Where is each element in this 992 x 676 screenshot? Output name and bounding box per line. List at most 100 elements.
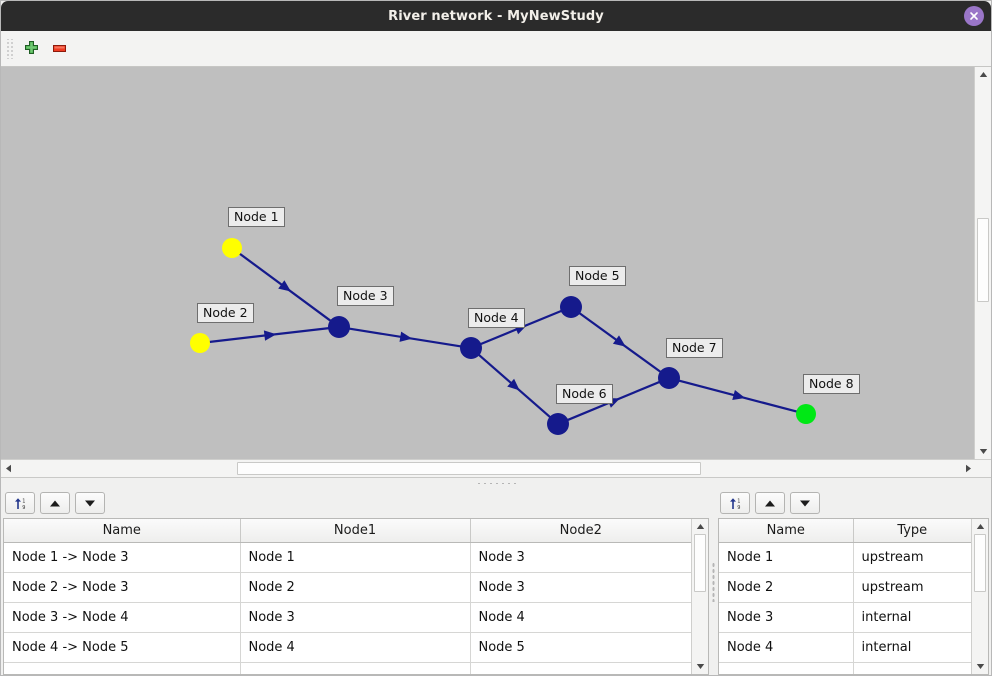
graph-node-label[interactable]: Node 2 [197,303,254,323]
table-cell[interactable] [853,663,971,675]
scroll-right-button[interactable] [961,460,975,477]
table-cell[interactable]: Node 4 [719,632,854,663]
table-cell[interactable]: upstream [853,572,971,603]
canvas-vscroll-thumb[interactable] [977,218,989,302]
graph-node[interactable] [796,404,816,424]
graph-node-label[interactable]: Node 6 [556,384,613,404]
table-cell[interactable]: Node 3 [719,602,854,633]
canvas-hscroll-track[interactable] [15,460,961,477]
graph-node[interactable] [658,367,680,389]
table-cell[interactable]: internal [853,632,971,663]
graph-node-label[interactable]: Node 3 [337,286,394,306]
splitter-grip-icon [712,561,715,602]
node-vscroll-track[interactable] [972,534,988,659]
branch-move-down-button[interactable] [75,492,105,514]
table-cell[interactable]: Node 2 -> Node 3 [4,572,241,603]
table-cell[interactable]: Node 3 [470,542,691,573]
table-cell[interactable]: Node 3 -> Node 4 [4,602,241,633]
table-cell[interactable] [719,662,854,674]
table-cell[interactable]: Node 4 -> Node 5 [4,632,241,663]
node-table-vertical-scrollbar[interactable] [971,519,988,674]
graph-node-label[interactable]: Node 7 [666,338,723,358]
close-button[interactable] [964,6,984,26]
graph-node[interactable] [190,333,210,353]
caret-up-icon [979,72,987,77]
graph-node-label[interactable]: Node 4 [468,308,525,328]
table-cell[interactable]: Node 2 [719,572,854,603]
branch-vscroll-thumb[interactable] [694,534,706,592]
graph-node[interactable] [222,238,242,258]
branch-move-up-button[interactable] [40,492,70,514]
table-cell[interactable]: upstream [853,542,971,573]
node-toolbar: 1 9 [716,488,991,518]
table-cell[interactable]: Node 2 [240,572,471,603]
scroll-up-button[interactable] [975,67,991,82]
graph-node-label[interactable]: Node 8 [803,374,860,394]
table-row[interactable] [4,662,691,675]
column-header-type[interactable]: Type [853,519,971,543]
graph-node[interactable] [460,337,482,359]
scroll-down-button[interactable] [975,444,991,459]
column-header-node1[interactable]: Node1 [240,519,471,543]
sort-icon: 1 9 [14,497,25,511]
branch-scroll-down-button[interactable] [692,659,708,674]
branch-sort-button[interactable]: 1 9 [5,492,35,514]
table-cell[interactable]: Node 4 [240,632,471,663]
table-row[interactable] [719,662,971,675]
table-cell[interactable] [4,662,241,674]
branch-table-vertical-scrollbar[interactable] [691,519,708,674]
table-cell[interactable]: Node 3 [240,602,471,633]
column-header-node2[interactable]: Node2 [470,519,691,543]
vertical-splitter[interactable] [711,488,716,675]
table-cell[interactable]: Node 3 [470,572,691,603]
table-cell[interactable]: Node 1 [719,542,854,573]
graph-nodes [190,238,816,435]
node-scroll-up-button[interactable] [972,519,988,534]
add-node-button[interactable] [17,35,45,63]
table-cell[interactable] [470,663,691,675]
graph-node[interactable] [328,316,350,338]
main-toolbar [1,31,991,67]
node-scroll-down-button[interactable] [972,659,988,674]
node-move-up-button[interactable] [755,492,785,514]
canvas-horizontal-scrollbar[interactable] [1,459,991,477]
triangle-down-icon [85,500,95,506]
tables-area: 1 9 [1,488,991,675]
table-cell[interactable]: internal [853,602,971,633]
table-cell[interactable]: Node 1 -> Node 3 [4,542,241,573]
node-sort-button[interactable]: 1 9 [720,492,750,514]
graph-node-label[interactable]: Node 1 [228,207,285,227]
graph-node[interactable] [560,296,582,318]
column-header-name[interactable]: Name [4,519,241,543]
table-cell[interactable]: Node 1 [240,542,471,573]
table-cell[interactable]: Node 4 [470,602,691,633]
scroll-left-button[interactable] [1,460,15,477]
node-vscroll-thumb[interactable] [974,534,986,592]
toolbar-grip[interactable] [5,38,14,59]
branch-scroll-up-button[interactable] [692,519,708,534]
canvas-vscroll-track[interactable] [975,82,991,444]
canvas-hscroll-thumb[interactable] [237,462,701,475]
branch-vscroll-track[interactable] [692,534,708,659]
graph-canvas[interactable]: Node 1 Node 2 Node 3 Node 4 Node 5 Node 6 Node… [1,67,974,459]
node-move-down-button[interactable] [790,492,820,514]
graph-node-label[interactable]: Node 5 [569,266,626,286]
remove-node-button[interactable] [45,35,73,63]
canvas-vertical-scrollbar[interactable] [974,67,991,459]
column-header-name[interactable]: Name [719,519,854,543]
graph-node[interactable] [547,413,569,435]
horizontal-splitter[interactable] [1,477,991,488]
table-cell[interactable]: Node 5 [470,632,691,663]
table-cell[interactable] [240,662,471,674]
